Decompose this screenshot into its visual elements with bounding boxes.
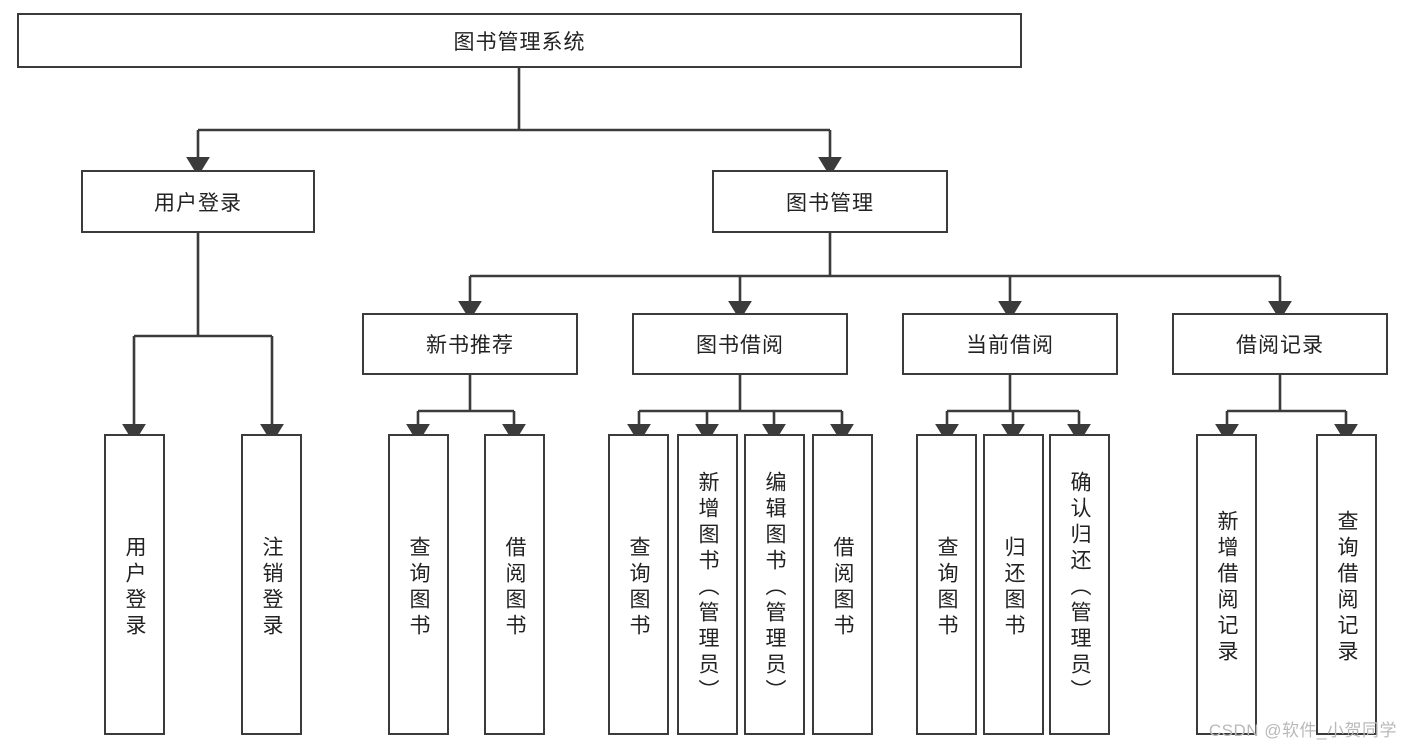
watermark-text: CSDN @软件_小贺同学 <box>1208 721 1397 740</box>
node-label: 确认归还（管理员） <box>1068 470 1091 705</box>
leaf-query-book[interactable]: 查询图书 <box>608 434 669 735</box>
node-label: 新增借阅记录 <box>1215 509 1238 666</box>
node-label: 注销登录 <box>260 535 283 640</box>
leaf-add-borrow-record[interactable]: 新增借阅记录 <box>1196 434 1257 735</box>
node-label: 查询借阅记录 <box>1335 509 1358 666</box>
node-book-borrow[interactable]: 图书借阅 <box>632 313 848 375</box>
node-borrow-record[interactable]: 借阅记录 <box>1172 313 1388 375</box>
leaf-return-book[interactable]: 归还图书 <box>983 434 1044 735</box>
node-label: 借阅图书 <box>503 535 526 640</box>
node-label: 新书推荐 <box>426 334 514 357</box>
node-book-management[interactable]: 图书管理 <box>712 170 948 233</box>
node-label: 图书管理系统 <box>453 30 586 54</box>
node-label: 图书管理 <box>786 191 874 215</box>
node-user-login[interactable]: 用户登录 <box>81 170 315 233</box>
node-label: 查询图书 <box>407 535 430 640</box>
node-label: 新增图书（管理员） <box>696 470 719 705</box>
leaf-add-book-admin[interactable]: 新增图书（管理员） <box>677 434 738 735</box>
node-label: 当前借阅 <box>966 334 1054 357</box>
node-label: 查询图书 <box>935 535 958 640</box>
node-label: 图书借阅 <box>696 334 784 357</box>
node-label: 借阅图书 <box>831 535 854 640</box>
leaf-query-borrow-record[interactable]: 查询借阅记录 <box>1316 434 1377 735</box>
leaf-query-book-current[interactable]: 查询图书 <box>916 434 977 735</box>
leaf-user-login[interactable]: 用户登录 <box>104 434 165 735</box>
node-label: 查询图书 <box>627 535 650 640</box>
leaf-logout[interactable]: 注销登录 <box>241 434 302 735</box>
node-label: 用户登录 <box>154 191 242 215</box>
node-label: 编辑图书（管理员） <box>763 470 786 705</box>
node-root-system[interactable]: 图书管理系统 <box>17 13 1022 68</box>
leaf-borrow-book[interactable]: 借阅图书 <box>812 434 873 735</box>
node-new-book-recommend[interactable]: 新书推荐 <box>362 313 578 375</box>
node-label: 借阅记录 <box>1236 334 1324 357</box>
leaf-edit-book-admin[interactable]: 编辑图书（管理员） <box>744 434 805 735</box>
node-label: 用户登录 <box>123 535 146 640</box>
leaf-query-book-recommend[interactable]: 查询图书 <box>388 434 449 735</box>
node-current-borrow[interactable]: 当前借阅 <box>902 313 1118 375</box>
leaf-borrow-book-recommend[interactable]: 借阅图书 <box>484 434 545 735</box>
leaf-confirm-return-admin[interactable]: 确认归还（管理员） <box>1049 434 1110 735</box>
node-label: 归还图书 <box>1002 535 1025 640</box>
